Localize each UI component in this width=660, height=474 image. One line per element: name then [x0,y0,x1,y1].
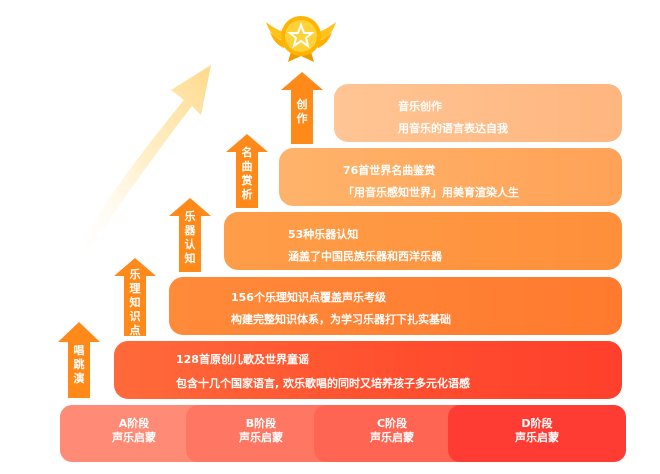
level-3-title: 53种乐器认知 [288,228,359,241]
level-2-title: 156个乐理知识点覆盖声乐考级 [231,291,386,304]
level-4-title: 76首世界名曲鉴赏 [343,164,436,177]
level-4-desc: 「用音乐感知世界」用美育渲染人生 [343,186,519,199]
level-5-block: 音乐创作 用音乐的语言表达自我 [334,84,622,142]
arrow-4-char-3: 赏 [241,174,253,187]
arrow-2-char-2: 理 [129,282,141,295]
arrow-instruments: 乐 器 认 知 [169,198,211,272]
stage-d-name: D阶段 [521,417,553,430]
medal-icon [266,16,336,62]
level-1-desc: 包含十几个国家语言, 欢乐歌唱的同时又培养孩子多元化语感 [176,377,471,390]
arrow-2-char-4: 识 [129,310,141,323]
stage-c-sub: 声乐启蒙 [370,431,414,444]
arrow-2-char-5: 点 [129,324,141,337]
level-4-block: 76首世界名曲鉴赏 「用音乐感知世界」用美育渲染人生 [279,148,622,206]
stage-d: D阶段 声乐启蒙 [448,405,626,462]
arrow-3-char-1: 乐 [184,210,196,223]
level-3-desc: 涵盖了中国民族乐器和西洋乐器 [288,250,442,263]
level-5-desc: 用音乐的语言表达自我 [398,122,508,135]
arrow-1-char-3: 演 [73,372,85,385]
stage-b-name: B阶段 [245,417,277,430]
arrow-3-char-2: 器 [184,224,196,237]
arrow-5-char-2: 作 [296,112,308,125]
arrow-5-char-1: 创 [296,98,308,111]
level-2-desc: 构建完整知识体系，为学习乐器打下扎实基础 [231,313,451,326]
arrow-1-char-1: 唱 [73,344,85,357]
arrow-3-char-3: 认 [184,238,196,251]
arrow-4-char-4: 析 [241,188,253,201]
arrow-4-char-1: 名 [241,146,253,159]
stage-a-name: A阶段 [118,417,150,430]
stage-c-name: C阶段 [376,417,408,430]
arrow-sing-dance: 唱 跳 演 [58,322,100,398]
level-2-block: 156个乐理知识点覆盖声乐考级 构建完整知识体系，为学习乐器打下扎实基础 [169,277,622,335]
stage-b: B阶段 声乐启蒙 [186,405,336,462]
stage-a: A阶段 声乐启蒙 [60,405,208,462]
level-5-title: 音乐创作 [398,100,442,113]
arrow-2-char-1: 乐 [129,268,141,281]
arrow-3-char-4: 知 [184,252,196,265]
stage-c: C阶段 声乐启蒙 [314,405,470,462]
growth-arrow-icon [74,65,211,256]
stage-b-sub: 声乐启蒙 [239,431,283,444]
stage-a-sub: 声乐启蒙 [112,431,156,444]
arrow-1-char-2: 跳 [73,358,85,371]
level-1-title: 128首原创儿歌及世界童谣 [176,353,309,366]
arrow-4-char-2: 曲 [241,160,253,173]
arrow-theory: 乐 理 知 识 点 [114,258,156,337]
arrow-appreciation: 名 曲 赏 析 [226,134,268,208]
arrow-2-char-3: 知 [129,296,141,309]
level-3-block: 53种乐器认知 涵盖了中国民族乐器和西洋乐器 [224,212,622,270]
arrow-creation: 创 作 [281,72,323,144]
level-1-block: 128首原创儿歌及世界童谣 包含十几个国家语言, 欢乐歌唱的同时又培养孩子多元化… [114,341,622,399]
stage-d-sub: 声乐启蒙 [515,431,559,444]
